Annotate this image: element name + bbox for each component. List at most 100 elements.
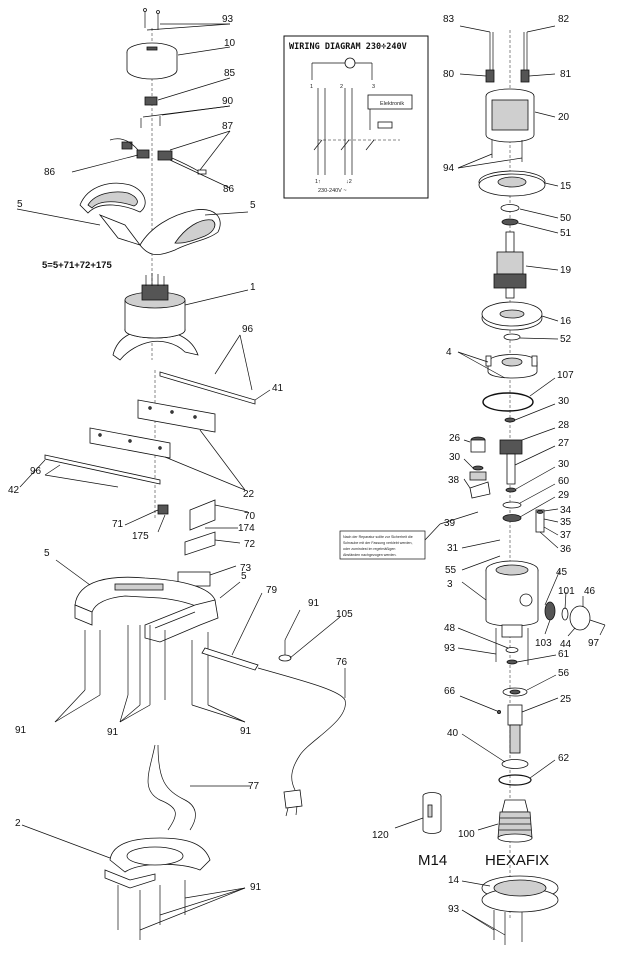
part-number: 22 xyxy=(243,489,255,500)
cord-79-76 xyxy=(201,640,346,817)
part-number: 77 xyxy=(248,781,260,792)
part-number: 73 xyxy=(240,563,252,574)
gears-26-28-27 xyxy=(469,417,523,493)
screws-91-bottom xyxy=(117,880,186,940)
part-number: 31 xyxy=(447,543,459,554)
part-number: 91 xyxy=(240,726,252,737)
part-number: 5 xyxy=(250,200,256,211)
handle-5 xyxy=(79,182,221,256)
part-number: 26 xyxy=(449,433,461,444)
part-number: 42 xyxy=(8,485,20,496)
part-number: 90 xyxy=(222,96,234,107)
part-number: 41 xyxy=(272,383,284,394)
part-number: 93 xyxy=(448,904,460,915)
part-number: 175 xyxy=(132,531,149,542)
terminal-label: 1 xyxy=(310,84,313,90)
terminal-label: 1↑ xyxy=(315,179,321,185)
note-line: Schraube mit der Fassung verklebt werden… xyxy=(343,541,413,545)
part-number: 60 xyxy=(558,476,570,487)
part-number: 82 xyxy=(558,14,570,25)
part-number: 71 xyxy=(112,519,124,530)
part-number: 93 xyxy=(222,14,234,25)
part-number: 87 xyxy=(222,121,234,132)
part-number: 107 xyxy=(557,370,574,381)
part-number: 4 xyxy=(446,347,452,358)
base-plate-2 xyxy=(104,744,211,889)
wiring-diagram-title: WIRING DIAGRAM 230÷240V xyxy=(289,42,407,52)
part-number: 51 xyxy=(560,228,572,239)
stator-20 xyxy=(485,88,535,143)
part-number: 30 xyxy=(558,396,570,407)
part-number: 86 xyxy=(223,184,235,195)
switch-block-70-175 xyxy=(157,499,216,587)
rails-22-41 xyxy=(44,371,256,485)
top-cap-10 xyxy=(126,42,178,80)
part-number: 1 xyxy=(250,282,256,293)
part-number: 97 xyxy=(588,638,600,649)
part-number: 105 xyxy=(336,609,353,620)
base-housing-1 xyxy=(112,273,199,361)
voltage-label: 230-240V ~ xyxy=(318,188,347,194)
part-number: 61 xyxy=(558,649,570,660)
gear-housing-3 xyxy=(485,560,539,638)
part-number: 91 xyxy=(15,725,27,736)
plate-4 xyxy=(485,354,538,379)
repair-note: Nach der Reparatur sollte zur Sicherheit… xyxy=(339,530,426,560)
terminal-label: 2 xyxy=(340,84,343,90)
part-number: 91 xyxy=(107,727,119,738)
bottom-handle-5 xyxy=(74,576,219,643)
bearing-51 xyxy=(501,218,519,226)
part-number: 85 xyxy=(224,68,236,79)
part-number: 25 xyxy=(560,694,572,705)
screws-91-lower xyxy=(84,625,209,705)
lock-parts-29-38 xyxy=(469,481,545,533)
part-number: 72 xyxy=(244,539,256,550)
caption-hexafix: HEXAFIX xyxy=(485,852,549,869)
part-number: 5 xyxy=(17,199,23,210)
part-number: 44 xyxy=(560,639,572,650)
part-number: 14 xyxy=(448,875,460,886)
adapter-120-m14 xyxy=(422,792,442,834)
part-number: 66 xyxy=(444,686,456,697)
part-number: 80 xyxy=(443,69,455,80)
part-number: 19 xyxy=(560,265,572,276)
part-number: 96 xyxy=(242,324,254,335)
part-number: 70 xyxy=(244,511,256,522)
part-number: 86 xyxy=(44,167,56,178)
screw-93-top xyxy=(143,8,160,30)
brushes-80-83 xyxy=(485,32,530,83)
part-number: 103 xyxy=(535,638,552,649)
note-line: Abständen nachgezogen werden. xyxy=(343,553,397,557)
part-number: 45 xyxy=(556,567,568,578)
part-number: 40 xyxy=(447,728,459,739)
electronics-86-87 xyxy=(109,138,207,175)
part-number: 10 xyxy=(224,38,236,49)
collar-14 xyxy=(481,875,559,945)
part-number: 101 xyxy=(558,586,575,597)
part-number: 94 xyxy=(443,163,455,174)
assembly-formula: 5=5+71+72+175 xyxy=(42,260,112,271)
part-number: 34 xyxy=(560,505,572,516)
circlip-62 xyxy=(498,774,532,786)
spindle-25 xyxy=(495,628,529,754)
part-number: 174 xyxy=(238,523,255,534)
spindle-lock-44-103 xyxy=(544,601,606,631)
part-number: 55 xyxy=(445,565,457,576)
part-number: 46 xyxy=(584,586,596,597)
part-number: 35 xyxy=(560,517,572,528)
part-number: 96 xyxy=(30,466,42,477)
part-number: 15 xyxy=(560,181,572,192)
adapter-100-hexafix xyxy=(497,799,533,843)
flange-15 xyxy=(478,170,546,197)
part-number: 93 xyxy=(444,643,456,654)
part-number: 27 xyxy=(558,438,570,449)
fan-16 xyxy=(481,301,543,331)
part-number: 91 xyxy=(308,598,320,609)
part-number: 91 xyxy=(250,882,262,893)
switch-85 xyxy=(144,96,158,106)
part-number: 3 xyxy=(447,579,453,590)
caption-m14: M14 xyxy=(418,852,447,869)
part-number: 81 xyxy=(560,69,572,80)
bearing-52 xyxy=(503,333,521,341)
